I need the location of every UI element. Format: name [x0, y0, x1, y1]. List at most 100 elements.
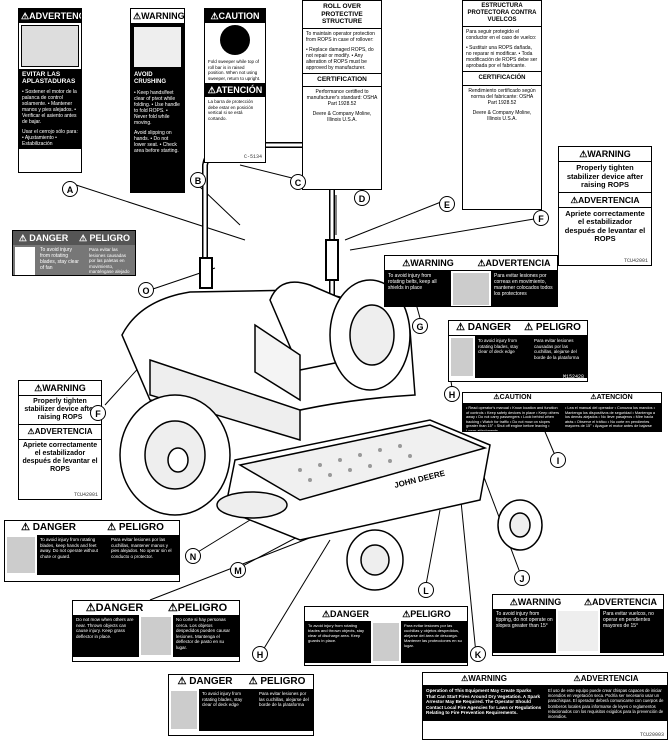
- decal-e-title: ESTRUCTURA PROTECTORA CONTRA VUELCOS: [463, 1, 541, 27]
- belt-hazard-icon: [453, 273, 489, 305]
- callout-c: C: [290, 174, 306, 190]
- decal-k: ⚠WARNING ⚠ADVERTENCIA Operation of This …: [422, 672, 668, 740]
- decal-f-lower-header-es: ⚠ADVERTENCIA: [19, 424, 101, 440]
- decal-a-body-2: Usar el cerrojo sólo para: • Ajustamient…: [19, 127, 81, 149]
- decal-f-lower-body-en: Properly tighten stabilizer device after…: [24, 398, 96, 421]
- decal-f-upper-body-en: Properly tighten stabilizer device after…: [566, 163, 644, 189]
- decal-n-header-en: ⚠ DANGER: [5, 521, 92, 535]
- decal-d-company: Deere & Company Moline, Illinois U.S.A.: [312, 111, 372, 123]
- decal-m: ⚠DANGER ⚠PELIGRO Do not mow when others …: [72, 600, 240, 662]
- callout-j: J: [514, 570, 530, 586]
- callout-h-upper: H: [444, 386, 460, 402]
- crush-hazard-icon: [133, 26, 182, 68]
- decal-l-header-es: ⚠PELIGRO: [386, 607, 467, 621]
- decal-k-code: TCU20003: [639, 732, 664, 738]
- discharge-hazard-icon: [373, 623, 399, 661]
- decal-g-body-en: To avoid injury from rotating belts, kee…: [385, 271, 451, 306]
- decal-e-company: Deere & Company Moline, Illinois U.S.A.: [472, 109, 532, 122]
- decal-j-header-es: ⚠ADVERTENCIA: [578, 595, 663, 609]
- callout-l: L: [418, 582, 434, 598]
- decal-h-upper-body-en: To avoid injury from rotating blades, st…: [475, 336, 531, 378]
- decal-h-upper-code: M152428: [562, 374, 584, 380]
- decal-f-lower-body-es: Apriete correctamente el estabilizador d…: [22, 442, 98, 473]
- decal-f-lower-header-en: ⚠WARNING: [19, 381, 101, 396]
- decal-c: ⚠CAUTION Fold sweeper while top of roll …: [204, 8, 266, 163]
- operator-head-icon: [205, 23, 265, 57]
- decal-h-upper: ⚠ DANGER ⚠ PELIGRO To avoid injury from …: [448, 320, 588, 382]
- decal-i-body-en: • Read operator's manual • Know location…: [466, 406, 559, 432]
- decal-b-body-2: Avoid slipping on hands. • Do not lower …: [134, 130, 179, 154]
- decal-h-lower-header-es: ⚠ PELIGRO: [241, 675, 313, 689]
- decal-e-cert: CERTIFICACIÓN: [463, 71, 541, 86]
- decal-m-body-es: No corte si hay personas cerca. Los obje…: [173, 615, 239, 657]
- decal-m-body-en: Do not mow when others are near. Thrown …: [73, 615, 139, 657]
- decal-f-upper: ⚠WARNING Properly tighten stabilizer dev…: [558, 146, 652, 266]
- decal-g-body-es: Para evitar lesiones por correas en movi…: [491, 271, 557, 306]
- decal-f-upper-header-es: ⚠ADVERTENCIA: [559, 191, 651, 208]
- decal-h-upper-header-es: ⚠ PELIGRO: [518, 321, 587, 336]
- decal-h-lower-body-en: To avoid injury from rotating blades, st…: [199, 689, 256, 731]
- decal-j: ⚠WARNING ⚠ADVERTENCIA To avoid injury fr…: [492, 594, 664, 656]
- decal-d-body-2: • Replace damaged ROPS, do not repair or…: [306, 46, 374, 71]
- callout-a: A: [62, 181, 78, 197]
- decal-c-header-es: ⚠ATENCIÓN: [205, 83, 265, 97]
- callout-i: I: [550, 452, 566, 468]
- decal-i-header-es: ⚠ATENCIÓN: [562, 393, 661, 404]
- decal-l: ⚠DANGER ⚠PELIGRO To avoid injury from ro…: [304, 606, 468, 666]
- decal-o-body-es: Para evitar las lesiones causadas por la…: [89, 247, 130, 275]
- decal-g: ⚠WARNING ⚠ADVERTENCIA To avoid injury fr…: [384, 255, 558, 307]
- callout-d: D: [354, 190, 370, 206]
- callout-f-upper: F: [533, 210, 549, 226]
- decal-f-lower-code: TCU42001: [73, 492, 98, 498]
- callout-g: G: [412, 318, 428, 334]
- callout-n: N: [185, 548, 201, 564]
- decal-f-upper-body-es: Apriete correctamente el estabilizador d…: [564, 208, 646, 243]
- decal-a-body: • Sostener el motor de la palanca de con…: [19, 87, 81, 127]
- decal-d: ROLL OVER PROTECTIVE STRUCTURE To mainta…: [302, 0, 382, 190]
- callout-k: K: [470, 646, 486, 662]
- decal-c-body-es: La barra de protección debe estar en pos…: [208, 99, 254, 121]
- decal-i-header-en: ⚠CAUTION: [463, 393, 562, 404]
- decal-a-header: ⚠ADVERTENCIA: [19, 9, 81, 23]
- callout-b: B: [190, 172, 206, 188]
- decal-e-body-3: Rendimiento certificado según norma del …: [468, 87, 536, 106]
- decal-o-header-es: ⚠ PELIGRO: [74, 231, 135, 245]
- callout-h-lower: H: [252, 646, 268, 662]
- decal-i: ⚠CAUTION ⚠ATENCIÓN • Read operator's man…: [462, 392, 662, 432]
- callout-o: O: [138, 282, 154, 298]
- decal-e-body-2: • Sustituir una ROPS dañada, no reparar …: [466, 45, 538, 69]
- decal-k-body-en: Operation of This Equipment May Create S…: [423, 686, 545, 722]
- decal-g-header-en: ⚠WARNING: [385, 256, 471, 271]
- decal-h-upper-body-es: Para evitar lesiones causadas por las cu…: [531, 336, 587, 378]
- decal-b: ⚠WARNING AVOID CRUSHING • Keep hands/fee…: [130, 8, 185, 193]
- decal-h-lower-body-es: Para evitar lesiones por las cuchillas, …: [256, 689, 313, 731]
- decal-e: ESTRUCTURA PROTECTORA CONTRA VUELCOS Par…: [462, 0, 542, 210]
- decal-l-body-en: To avoid injury from rotating blades and…: [305, 621, 371, 663]
- crush-hazard-icon: [21, 25, 79, 67]
- decal-o: ⚠ DANGER ⚠ PELIGRO To avoid injury from …: [12, 230, 136, 276]
- decal-a-title: EVITAR LAS APLASTADURAS: [19, 69, 81, 87]
- decal-n-body-en: To avoid injury from rotating blades, ke…: [37, 535, 108, 575]
- decal-d-body-3: Performance certified to manufacturer's …: [306, 89, 378, 107]
- decal-a: ⚠ADVERTENCIA EVITAR LAS APLASTADURAS • S…: [18, 8, 82, 173]
- decal-n-header-es: ⚠ PELIGRO: [92, 521, 179, 535]
- callout-f-lower: F: [90, 405, 106, 421]
- decal-o-header-en: ⚠ DANGER: [13, 231, 74, 245]
- decal-k-body-es: El uso de este equipo puede crear chispa…: [545, 686, 667, 722]
- decal-c-code: C-5134: [243, 154, 262, 160]
- decal-n-body-es: Para evitar lesiones por las cuchillas, …: [108, 535, 179, 575]
- decal-m-header-es: ⚠PELIGRO: [156, 601, 239, 615]
- blade-hazard-icon: [451, 338, 473, 376]
- decal-h-upper-header-en: ⚠ DANGER: [449, 321, 518, 336]
- decal-n: ⚠ DANGER ⚠ PELIGRO To avoid injury from …: [4, 520, 180, 582]
- decal-f-lower: ⚠WARNING Properly tighten stabilizer dev…: [18, 380, 102, 500]
- decal-c-header: ⚠CAUTION: [205, 9, 265, 23]
- decal-m-header-en: ⚠DANGER: [73, 601, 156, 615]
- decal-k-header-en: ⚠WARNING: [423, 673, 545, 686]
- slope-hazard-icon: [558, 611, 598, 651]
- decal-b-body: • Keep hands/feet clear of pivot while f…: [134, 90, 180, 126]
- decal-j-header-en: ⚠WARNING: [493, 595, 578, 609]
- callout-e: E: [439, 196, 455, 212]
- decal-e-body: Para seguir protegido el conductor en el…: [466, 29, 537, 41]
